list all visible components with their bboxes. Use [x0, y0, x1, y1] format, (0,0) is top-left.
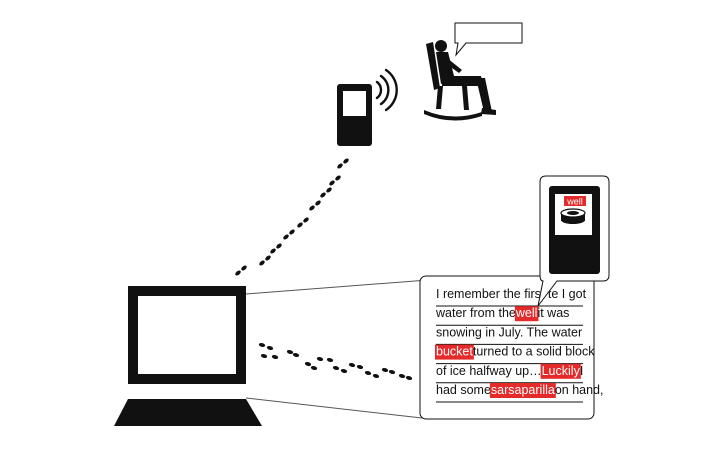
highlighted-keyword: sarsaparilla: [491, 383, 555, 397]
footprint: [271, 354, 279, 360]
connector-lines: [245, 279, 429, 419]
highlighted-keyword: Luckily: [542, 364, 581, 378]
document-text-segment: I remember the first t: [436, 287, 552, 301]
footprint: [388, 369, 396, 375]
footprint: [266, 345, 274, 351]
footprint: [326, 187, 332, 193]
laptop-icon: [114, 286, 262, 426]
highlighted-keyword: well: [515, 306, 538, 320]
document-text-segment: e I got: [551, 287, 586, 301]
footprint: [326, 357, 334, 363]
document-text-segment: it was: [537, 306, 569, 320]
document-text-segment: turned to a solid block: [473, 345, 595, 359]
footprint: [348, 362, 356, 368]
footprint: [340, 368, 348, 374]
footprint: [310, 365, 318, 371]
footprint: [329, 180, 335, 186]
footprint: [381, 367, 389, 373]
document-text-segment: had some: [436, 383, 491, 397]
footprint: [335, 175, 341, 181]
document-text-segment: I: [580, 364, 583, 378]
footprint: [320, 192, 326, 198]
highlighted-keyword: bucket: [436, 345, 473, 359]
footprint: [343, 158, 349, 164]
footprint: [316, 356, 324, 362]
footprint: [405, 375, 413, 381]
footprint: [303, 217, 309, 223]
footprint: [241, 265, 247, 271]
footprint: [292, 352, 300, 358]
keyword-highlight: [435, 344, 474, 360]
footprint: [276, 243, 282, 249]
footprint: [372, 373, 380, 379]
keyword-highlight: [514, 306, 539, 322]
document-text-segment: water from the: [435, 306, 516, 320]
footprint: [265, 255, 271, 261]
footprint: [315, 200, 321, 206]
footprint: [304, 361, 312, 367]
document-rules: [436, 305, 583, 403]
footprint: [286, 349, 294, 355]
footprint: [364, 370, 372, 376]
person-in-rocking-chair-icon: [424, 40, 496, 121]
footprint: [356, 364, 364, 370]
speech-bubble-icon: [454, 22, 523, 57]
footprint: [283, 234, 289, 240]
footprint: [258, 342, 266, 348]
footprint: [309, 205, 315, 211]
document-text-segment: of ice halfway up…: [436, 364, 542, 378]
document-text-segment: on hand,: [555, 383, 604, 397]
phone-popup-label: well: [566, 197, 583, 207]
footprint: [235, 270, 241, 276]
footprint: [260, 353, 268, 359]
phone-popup: well: [537, 175, 610, 307]
footprint: [398, 373, 406, 379]
footprints-icon: [235, 158, 349, 276]
footprint: [289, 229, 295, 235]
mobile-phone-icon: [337, 84, 372, 146]
keyword-highlight: [540, 363, 581, 379]
footprint: [270, 248, 276, 254]
footprint: [337, 163, 343, 169]
footprints-icon: [258, 342, 413, 381]
document-text-segment: snowing in July. The water: [436, 325, 582, 339]
footprint: [332, 365, 340, 371]
signal-waves-icon: [375, 68, 398, 112]
well-icon: [560, 208, 586, 224]
keyword-highlight: [489, 383, 556, 398]
footprint: [259, 260, 265, 266]
footprint: [297, 222, 303, 228]
